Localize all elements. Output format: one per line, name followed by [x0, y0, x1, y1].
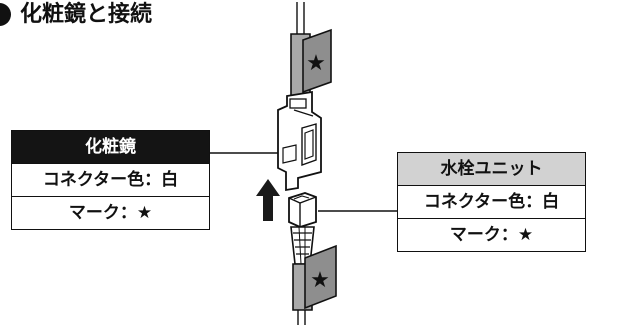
star-icon: ★ — [306, 51, 326, 76]
page-title: 化粧鏡と接続 — [20, 2, 153, 27]
faucet-label-header: 水栓ユニット — [398, 153, 585, 185]
insert-up-arrow-icon — [256, 179, 280, 221]
faucet-mark: マーク：★ — [398, 218, 585, 251]
star-icon: ★ — [310, 268, 330, 293]
mirror-mark: マーク：★ — [12, 196, 209, 229]
mirror-connector-color: コネクター色：白 — [12, 163, 209, 196]
faucet-connector-color: コネクター色：白 — [398, 185, 585, 218]
bottom-mark-tag: ★ — [304, 244, 337, 310]
mirror-connector — [277, 90, 322, 192]
faucet-label-table: 水栓ユニット コネクター色：白 マーク：★ — [397, 152, 586, 252]
title-bullet-icon — [0, 3, 11, 26]
top-mark-tag: ★ — [302, 28, 332, 94]
mirror-label-header: 化粧鏡 — [12, 131, 209, 163]
faucet-connector — [288, 192, 317, 228]
mirror-label-table: 化粧鏡 コネクター色：白 マーク：★ — [11, 130, 210, 230]
